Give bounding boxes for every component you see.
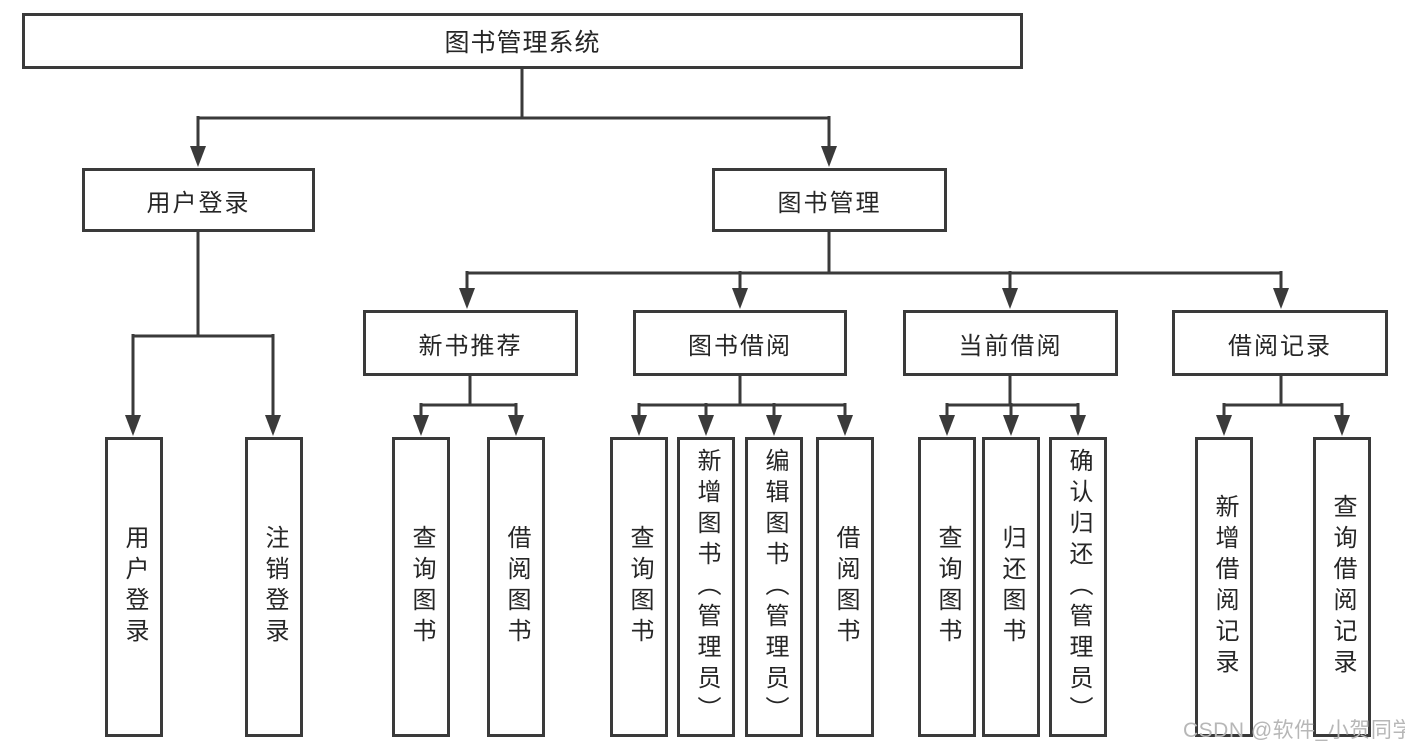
node-book-management-branch: 图书管理 [712, 168, 947, 232]
node-label: 借阅记录 [1228, 332, 1332, 360]
node-library-management-system: 图书管理系统 [22, 13, 1023, 69]
leaf-label: 借阅图书 [503, 525, 530, 649]
leaf-borrowing-borrow-books: 借阅图书 [816, 437, 874, 737]
leaf-recommend-borrow-books: 借阅图书 [487, 437, 545, 737]
leaf-borrowing-query-books: 查询图书 [610, 437, 668, 737]
leaf-records-add-record: 新增借阅记录 [1195, 437, 1253, 737]
leaf-recommend-query-books: 查询图书 [392, 437, 450, 737]
leaf-label: 注销登录 [261, 525, 288, 649]
leaf-label: 用户登录 [121, 525, 148, 649]
leaf-label: 查询图书 [934, 525, 961, 649]
leaf-label: 编辑图书（管理员） [761, 447, 788, 727]
leaf-label: 归还图书 [998, 525, 1025, 649]
node-borrowing-records: 借阅记录 [1172, 310, 1388, 376]
node-label: 图书借阅 [688, 332, 792, 360]
leaf-label: 查询借阅记录 [1329, 494, 1356, 680]
node-label: 图书管理系统 [444, 29, 601, 57]
node-label: 用户登录 [146, 189, 251, 217]
node-book-borrowing: 图书借阅 [633, 310, 847, 376]
leaf-label: 新增图书（管理员） [693, 447, 720, 727]
leaf-current-query-books: 查询图书 [918, 437, 976, 737]
leaf-borrowing-add-books-admin: 新增图书（管理员） [677, 437, 735, 737]
leaf-records-query-record: 查询借阅记录 [1313, 437, 1371, 737]
node-current-borrowing: 当前借阅 [903, 310, 1118, 376]
leaf-label: 查询图书 [626, 525, 653, 649]
leaf-current-confirm-return-admin: 确认归还（管理员） [1049, 437, 1107, 737]
node-user-login-branch: 用户登录 [82, 168, 315, 232]
leaf-borrowing-edit-books-admin: 编辑图书（管理员） [745, 437, 803, 737]
leaf-label: 确认归还（管理员） [1065, 447, 1092, 727]
leaf-label: 新增借阅记录 [1211, 494, 1238, 680]
node-new-book-recommend: 新书推荐 [363, 310, 578, 376]
csdn-watermark: CSDN @软件_小贺同学 [1183, 719, 1405, 742]
node-label: 新书推荐 [418, 332, 523, 360]
leaf-label: 查询图书 [408, 525, 435, 649]
node-label: 当前借阅 [958, 332, 1063, 360]
arrowheads [125, 146, 1350, 436]
leaf-current-return-books: 归还图书 [982, 437, 1040, 737]
leaf-label: 借阅图书 [832, 525, 859, 649]
leaf-user-login: 用户登录 [105, 437, 163, 737]
node-label: 图书管理 [777, 189, 882, 217]
leaf-logout: 注销登录 [245, 437, 303, 737]
